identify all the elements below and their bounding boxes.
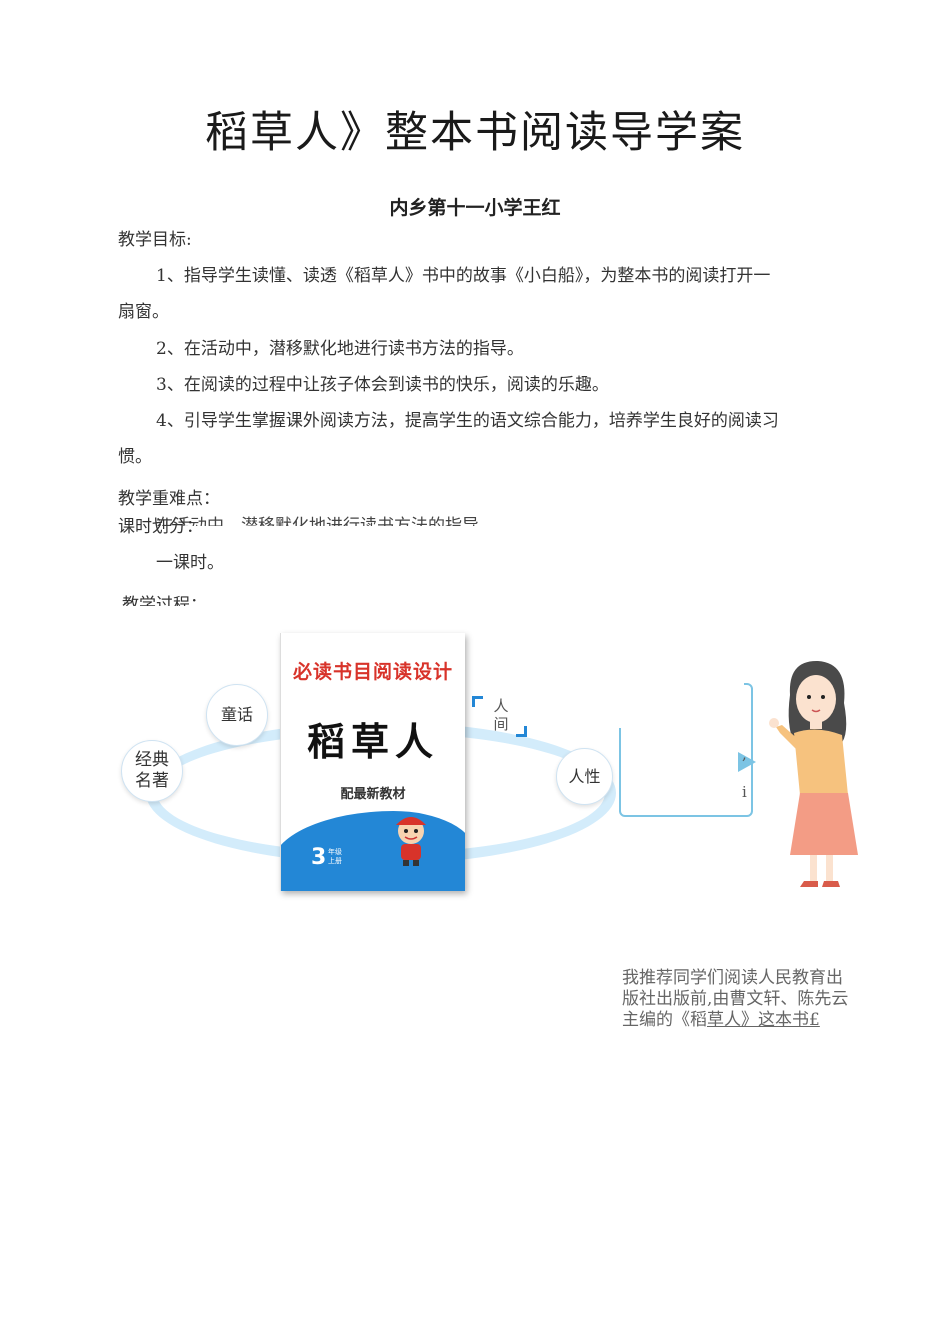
teacher-illustration — [760, 655, 860, 895]
recommendation-underlined: 草人》这本书£ — [707, 1010, 820, 1030]
book-cover: 必读书目阅读设计 稻草人 配最新教材 3 年级 上册 — [280, 633, 465, 891]
goal-2: 2、在活动中，潜移默化地进行读书方法的指导。 — [156, 339, 524, 359]
bubble-fairy-tale: 童话 — [206, 684, 268, 746]
process-heading: 教学过程： — [122, 595, 207, 606]
bubble-world-partial: 人 间 — [493, 697, 509, 733]
bubble-classic-works: 经典 名著 — [121, 740, 183, 802]
key-points-text: 在活动中，潜移默化地进行读书方法的指导 — [156, 516, 479, 526]
goal-1-line-1: 1、指导学生读懂、读透《稻草人》书中的故事《小白船》，为整本书的阅读打开一 — [156, 266, 771, 286]
recommendation-text: 我推荐同学们阅读人民教育出版社出版前,由曹文轩、陈先云主编的《稻草人》这本书£ — [622, 968, 850, 1031]
key-points-heading: 教学重难点： — [118, 489, 220, 509]
book-header: 必读书目阅读设计 — [292, 661, 453, 683]
book-title: 稻草人 — [306, 719, 439, 764]
goals-heading: 教学目标: — [118, 230, 192, 250]
goal-4-line-1: 4、引导学生掌握课外阅读方法，提高学生的语文综合能力，培养学生良好的阅读习 — [156, 411, 779, 431]
mascot-icon — [389, 811, 433, 867]
author-line: 内乡第十一小学王红 — [389, 197, 561, 219]
speech-bubble-mask — [612, 678, 744, 728]
hours-heading: 课时划分： — [118, 517, 203, 537]
recommendation-main: 我推荐同学们阅读人民教育出版社出版前,由曹文轩、陈先云主编的《稻 — [622, 968, 849, 1030]
goal-3: 3、在阅读的过程中让孩子体会到读书的快乐，阅读的乐趣。 — [156, 375, 609, 395]
book-grade-number: 3 — [311, 845, 327, 870]
bubble-humanity: 人性 — [556, 748, 613, 805]
hours-text: 一课时。 — [156, 553, 224, 573]
speech-marks: , i — [742, 745, 747, 801]
goal-4-line-2: 惯。 — [118, 447, 152, 467]
speech-bubble-tail — [738, 752, 756, 772]
bracket-right-mark — [516, 726, 527, 737]
document-title: 稻草人》整本书阅读导学案 — [205, 108, 745, 158]
book-grade-note: 年级 上册 — [328, 848, 342, 865]
goal-1-line-2: 扇窗。 — [118, 302, 169, 322]
book-subtitle: 配最新教材 — [340, 787, 406, 802]
bracket-left-mark — [472, 696, 483, 707]
book-blue-band — [281, 811, 465, 891]
